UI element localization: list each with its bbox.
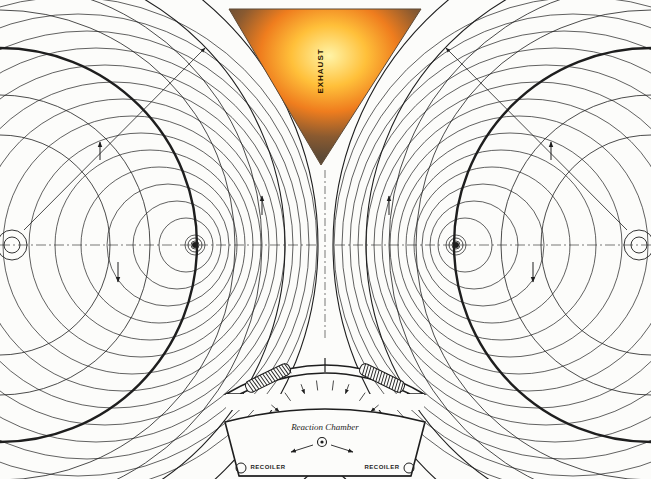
exhaust-cone: EXHAUST: [229, 9, 421, 167]
exhaust-label: EXHAUST: [317, 48, 326, 93]
chamber-label: Reaction Chamber: [291, 423, 359, 433]
node-outline: [215, 390, 435, 479]
exhaust-triangle: [229, 9, 421, 165]
chamber-outline: [225, 409, 425, 476]
node-outline: [229, 9, 421, 167]
reaction-chamber: Reaction Chamber: [215, 390, 435, 479]
part-label: RECOILER: [363, 464, 400, 470]
recoil-cap: [226, 358, 424, 411]
part-label: RECOILER: [249, 464, 286, 470]
centre-line: [325, 170, 326, 340]
